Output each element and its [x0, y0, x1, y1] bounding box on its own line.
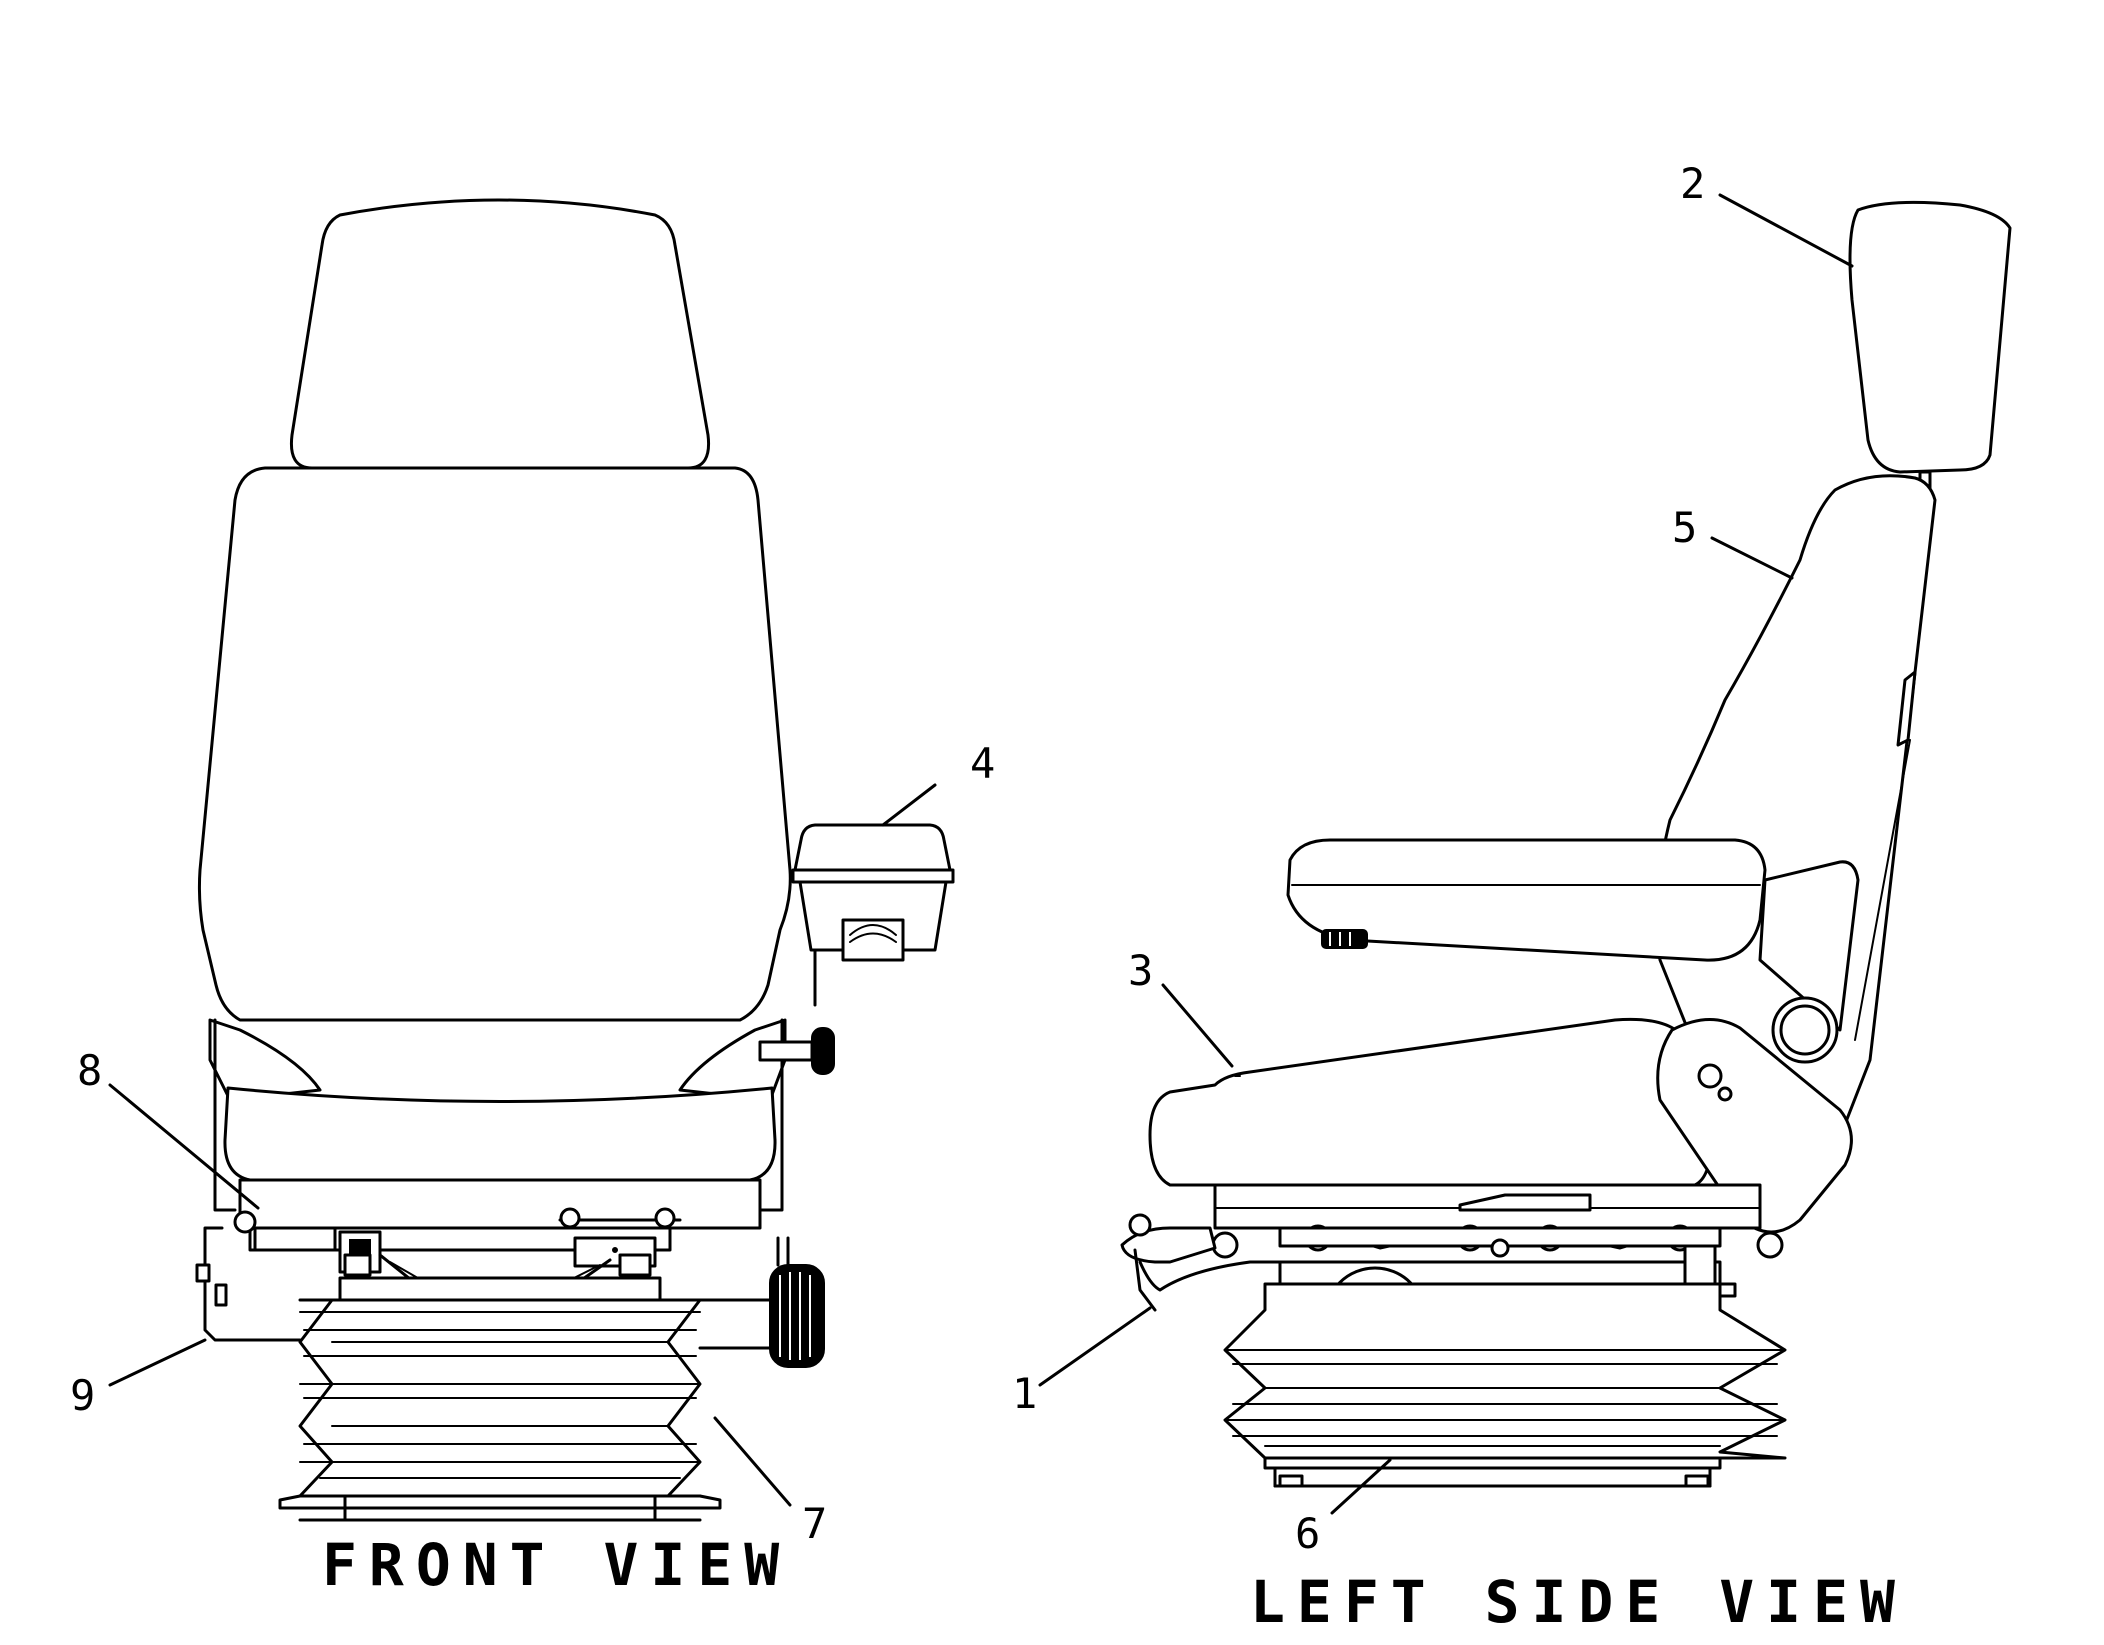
side-armrest: [1286, 838, 1767, 962]
side-armrest-knob: [1321, 929, 1368, 949]
front-backrest-knob: [811, 1027, 835, 1075]
leader-line-7: [713, 1416, 792, 1507]
front-seat-pan: [238, 1178, 762, 1230]
callout-6: 6: [1295, 1509, 1320, 1558]
front-lever-8: [253, 1226, 337, 1252]
front-height-knob: [769, 1264, 825, 1368]
side-base-plate: [1263, 1456, 1722, 1470]
callout-1: 1: [1012, 1369, 1037, 1418]
callout-7: 7: [802, 1499, 827, 1548]
callout-2: 2: [1680, 159, 1705, 208]
front-side-frame-right: [758, 1018, 784, 1212]
side-headrest: [1848, 200, 2012, 474]
leader-line-4: [881, 783, 937, 827]
front-base-plate: [278, 1494, 722, 1510]
leader-lines: [108, 193, 1854, 1515]
leader-line-2: [1718, 193, 1854, 268]
front-backrest: [197, 466, 792, 1022]
leader-line-1: [1038, 1306, 1152, 1387]
callout-5: 5: [1672, 503, 1697, 552]
front-view-title: FRONT VIEW: [322, 1531, 791, 1599]
callout-9: 9: [70, 1371, 95, 1420]
front-armrest: [791, 823, 955, 1007]
callout-3: 3: [1128, 946, 1153, 995]
leader-line-3: [1161, 983, 1234, 1068]
front-left-bolster: [208, 1018, 322, 1102]
leader-line-8: [108, 1083, 260, 1210]
callout-8: 8: [77, 1046, 102, 1095]
leader-line-9: [108, 1338, 207, 1387]
callout-numbers: 1 2 3 4 5 6 7 8 9: [70, 159, 1705, 1558]
front-headrest: [289, 198, 711, 470]
side-seat-cushion: [1148, 1017, 1713, 1187]
left-side-view: [1120, 200, 2012, 1488]
front-seat-cushion: [223, 1086, 777, 1182]
leader-line-6: [1330, 1458, 1392, 1515]
side-view-title: LEFT SIDE VIEW: [1250, 1568, 1907, 1636]
side-bellows: [1223, 1282, 1787, 1460]
callout-4: 4: [970, 739, 995, 788]
front-side-frame-left: [213, 1018, 237, 1212]
front-bracket-9: [203, 1226, 302, 1342]
front-view: [195, 198, 955, 1522]
leader-line-5: [1710, 536, 1794, 580]
